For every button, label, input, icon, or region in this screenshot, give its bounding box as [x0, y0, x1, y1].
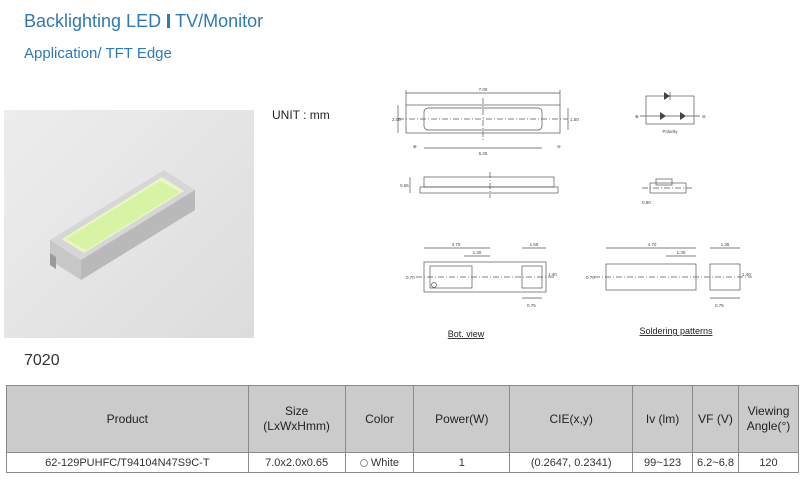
polarity-label: Polarity	[662, 129, 678, 134]
soldering-label: Soldering patterns	[639, 326, 713, 336]
title-sub: TV/Monitor	[175, 11, 264, 31]
sol-dim-f: 0.75	[715, 303, 724, 308]
header-vf: VF (V)	[692, 385, 739, 453]
polarity-cathode: ⊖	[702, 114, 706, 119]
sol-dim-d: 1.40	[742, 272, 751, 277]
cell-angle: 120	[737, 452, 800, 473]
soldering-pattern-drawing	[594, 247, 752, 299]
cell-size: 7.0x2.0x0.65	[247, 452, 346, 473]
cathode-mark: ⊖	[557, 144, 561, 149]
header-power: Power(W)	[413, 385, 511, 453]
page-subtitle: Application/ TFT Edge	[24, 45, 172, 62]
table-row: 62-129PUHFC/T94104N47S9C-T 7.0x2.0x0.65 …	[6, 452, 800, 473]
dim-inner: 6.25	[479, 151, 488, 156]
sol-dim-b: 1.35	[721, 242, 730, 247]
cell-product: 62-129PUHFC/T94104N47S9C-T	[6, 452, 249, 473]
header-angle-line1: Viewing	[747, 404, 790, 418]
series-label: 7020	[24, 352, 60, 369]
cell-power: 1	[413, 452, 511, 473]
header-size: Size(LxWxHmm)	[247, 385, 346, 453]
cell-iv: 99~123	[632, 452, 694, 473]
cell-color: White	[344, 452, 415, 473]
side-view-drawing	[409, 172, 694, 198]
cell-vf: 6.2~6.8	[692, 452, 739, 473]
dim-length: 7.00	[479, 87, 488, 92]
cell-color-label: White	[370, 456, 400, 469]
title-separator	[167, 14, 171, 28]
spec-table: Product Size(LxWxHmm) Color Power(W) CIE…	[6, 385, 800, 473]
pad-dim-a: 4.70	[452, 242, 461, 247]
dim-height: 0.65	[400, 183, 409, 188]
page-title: Backlighting LED TV/Monitor	[24, 11, 263, 32]
header-iv: Iv (lm)	[632, 385, 694, 453]
dim-width: 2.00	[392, 117, 401, 122]
led-product-photo	[4, 110, 254, 338]
title-main: Backlighting LED	[24, 11, 162, 31]
header-size-line2: (LxWxHmm)	[263, 419, 330, 433]
pad-dim-e: 0.70	[406, 275, 415, 280]
polarity-anode: ⊕	[635, 114, 639, 119]
top-view-drawing	[397, 90, 569, 149]
dim-side-height: 0.80	[642, 200, 651, 205]
header-cie: CIE(x,y)	[509, 385, 634, 453]
dimension-drawings: 7.00 2.00 1.50 6.25 ⊕ ⊖ ⊕ ⊖ Polarity 0.6…	[392, 87, 752, 339]
unit-label: UNIT : mm	[272, 108, 330, 122]
led-package-illustration	[50, 170, 195, 280]
bot-view-label: Bot. view	[448, 329, 485, 339]
pad-dim-d: 1.40	[548, 272, 557, 277]
header-color: Color	[344, 385, 415, 453]
sol-dim-e: 0.70	[586, 275, 595, 280]
pad-dim-b: 1.55	[530, 242, 539, 247]
anode-mark: ⊕	[413, 144, 417, 149]
polarity-symbol	[640, 92, 700, 125]
pad-dim-c: 1.30	[473, 250, 482, 255]
header-size-line1: Size	[284, 404, 309, 418]
header-product: Product	[6, 385, 249, 453]
dim-pad-width: 1.50	[570, 117, 579, 122]
pad-dim-f: 0.75	[527, 303, 536, 308]
sol-dim-c: 1.30	[677, 250, 686, 255]
cell-cie: (0.2647, 0.2341)	[509, 452, 634, 473]
table-header-row: Product Size(LxWxHmm) Color Power(W) CIE…	[6, 385, 800, 453]
color-swatch-icon	[359, 458, 368, 467]
sol-dim-a: 4.70	[648, 242, 657, 247]
bottom-view-drawing	[416, 247, 554, 299]
header-angle-line2: Angle(°)	[746, 419, 791, 433]
